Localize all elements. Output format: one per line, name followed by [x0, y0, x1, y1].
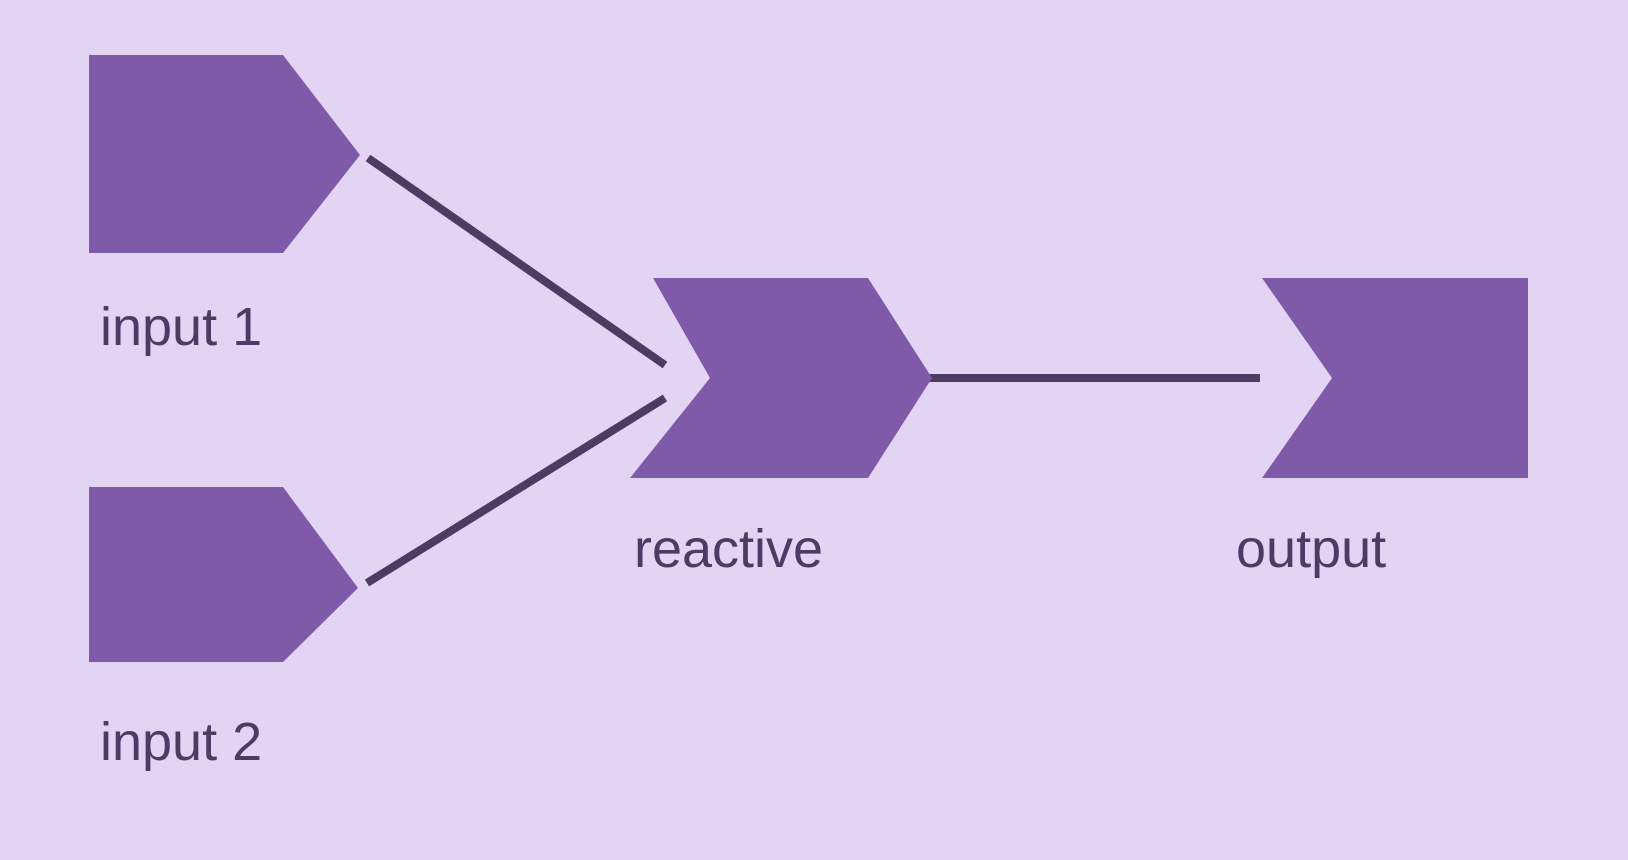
node-output[interactable]: output: [1236, 278, 1528, 579]
node-reactive[interactable]: reactive: [630, 278, 932, 579]
node-label-output: output: [1236, 519, 1386, 579]
edge-input2-to-reactive: [364, 394, 668, 587]
nodes-layer: input 1 input 2 reactive output: [89, 55, 1528, 772]
node-input1[interactable]: input 1: [89, 55, 360, 357]
node-label-input1: input 1: [100, 297, 262, 357]
node-label-reactive: reactive: [634, 519, 823, 579]
edges-layer: [364, 154, 1260, 587]
node-label-input2: input 2: [100, 712, 262, 772]
node-shape-input1[interactable]: [89, 55, 360, 253]
node-shape-input2[interactable]: [89, 487, 358, 662]
node-shape-output[interactable]: [1262, 278, 1528, 478]
node-input2[interactable]: input 2: [89, 487, 358, 772]
node-shape-reactive[interactable]: [630, 278, 932, 478]
edge-input1-to-reactive: [365, 154, 668, 369]
